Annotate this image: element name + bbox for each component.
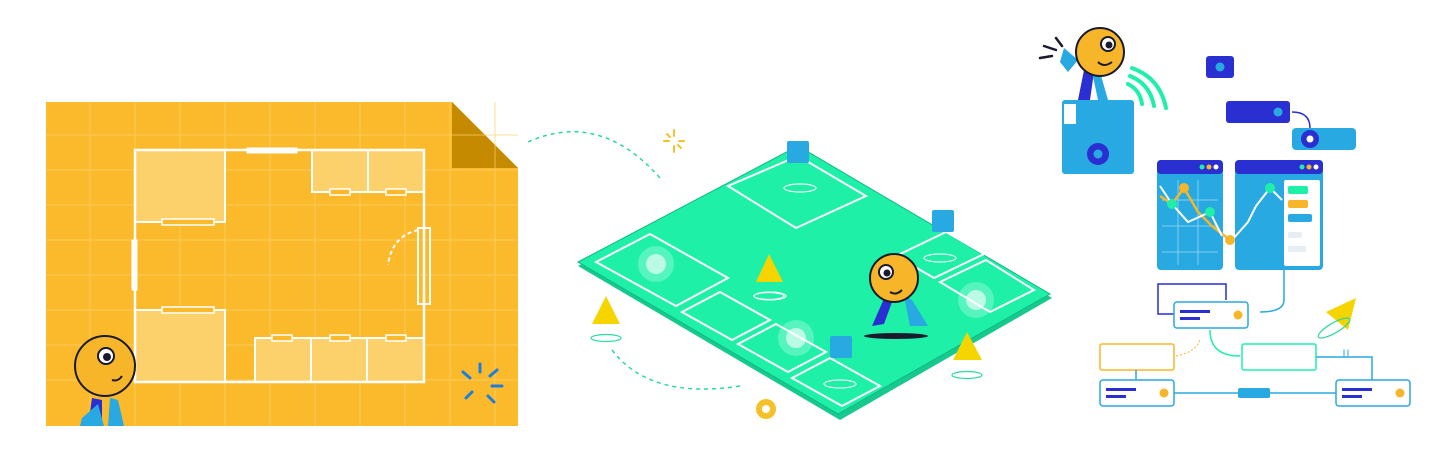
- room-top-right-b: [367, 149, 425, 193]
- connector-line: [1209, 329, 1241, 357]
- dashed-connector-top: [527, 131, 661, 179]
- room-bottom-c: [366, 337, 425, 383]
- outer-wall: [133, 148, 426, 384]
- door-swing-arc: [387, 229, 419, 266]
- flow-node: [1335, 379, 1411, 407]
- mascot-character: [864, 253, 928, 339]
- isometric-room-map: [576, 141, 1052, 420]
- device-cube: [830, 336, 852, 358]
- connector-line: [1316, 356, 1373, 380]
- map-room: [679, 290, 773, 342]
- small-device: [1292, 128, 1356, 150]
- dashboard-window-chart: [1157, 160, 1231, 270]
- sparkle-icon: [461, 362, 504, 404]
- room-bottom-a: [254, 337, 312, 383]
- map-room: [725, 154, 869, 230]
- floor-plan-blueprint: [46, 102, 518, 426]
- sensor-glows: [638, 246, 994, 356]
- ring-marker-icon: [1317, 317, 1351, 339]
- flow-node: [1099, 379, 1175, 407]
- floor-plan-rooms: [131, 147, 431, 384]
- small-device: [1206, 56, 1234, 78]
- mascot-character: [1038, 27, 1125, 100]
- device-cube: [932, 210, 954, 232]
- mascot-character: [74, 335, 136, 426]
- map-room: [735, 322, 829, 374]
- flow-diagram: [1099, 270, 1411, 407]
- triangle-marker-icon: [951, 332, 983, 380]
- connector-line: [1175, 339, 1201, 357]
- device-cubes: [787, 141, 954, 358]
- flow-node-empty: [1241, 343, 1317, 371]
- hub-device: [1062, 100, 1134, 174]
- connector-line: [1291, 111, 1311, 129]
- connector-pill: [1238, 388, 1270, 398]
- dashboard-window-list: [1225, 160, 1323, 270]
- room-top-right-a: [311, 149, 369, 193]
- triangle-marker-icon: [1326, 298, 1356, 330]
- dashed-connector-bottom: [611, 349, 741, 390]
- connected-devices-dashboard: [1038, 27, 1411, 407]
- map-room: [893, 230, 987, 280]
- room-bottom-b: [310, 337, 368, 383]
- connector-line: [1259, 270, 1285, 313]
- flow-node-empty: [1099, 343, 1175, 371]
- device-cube: [787, 141, 809, 163]
- room-bottom-left: [134, 309, 226, 383]
- map-floor: [576, 145, 1052, 415]
- connector-line: [1157, 283, 1227, 315]
- door-window-markers: [131, 147, 431, 342]
- map-room: [789, 356, 883, 408]
- flow-node: [1173, 301, 1249, 329]
- sparkle-icon: [663, 129, 685, 153]
- room-top-left: [134, 149, 226, 223]
- wifi-signal-icon: [1126, 66, 1168, 110]
- triangle-marker-icon: [590, 296, 622, 343]
- triangle-marker-icon: [753, 254, 785, 301]
- sparkle-icon: [1343, 349, 1349, 357]
- ring-marker-icon: [756, 399, 776, 419]
- small-device: [1226, 101, 1290, 123]
- map-room: [593, 232, 731, 308]
